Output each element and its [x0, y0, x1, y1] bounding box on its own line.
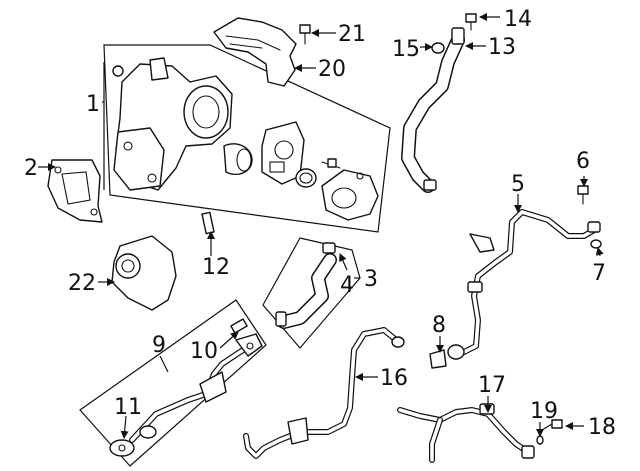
callout-10: 10 — [190, 339, 218, 364]
group-box-hose — [262, 237, 361, 349]
callout-5: 5 — [511, 172, 525, 197]
leader-lines — [38, 13, 604, 439]
callout-12: 12 — [202, 255, 230, 280]
callout-1: 1 — [86, 92, 100, 117]
callout-9: 9 — [152, 333, 166, 358]
washer-19 — [536, 435, 544, 445]
callout-3: 3 — [364, 267, 378, 292]
callout-19: 19 — [530, 399, 558, 424]
group-box-turbo — [103, 44, 391, 233]
callout-8: 8 — [432, 313, 446, 338]
callout-7: 7 — [592, 261, 606, 286]
callout-labels: 1 2 3 4 5 6 7 8 9 10 11 12 13 14 15 16 1… — [24, 7, 616, 440]
oil-feed-line — [429, 185, 602, 369]
callout-14: 14 — [504, 7, 532, 32]
oring-15 — [431, 42, 445, 54]
callout-22: 22 — [68, 271, 96, 296]
callout-20: 20 — [318, 57, 346, 82]
fitting-10 — [230, 318, 248, 334]
callout-6: 6 — [576, 149, 590, 174]
bolt-6 — [577, 185, 589, 195]
bolt-21 — [299, 24, 311, 45]
callout-21: 21 — [338, 22, 366, 47]
oil-return-pipe — [109, 318, 263, 457]
callout-16: 16 — [380, 366, 408, 391]
washer-7 — [590, 239, 602, 249]
gasket-2 — [47, 159, 103, 223]
callout-15: 15 — [392, 37, 420, 62]
coolant-hose-upper — [401, 13, 477, 193]
callout-17: 17 — [478, 373, 506, 398]
heat-shield-lower — [111, 235, 177, 311]
clamp-4 — [322, 242, 336, 254]
turbocharger-assembly — [112, 57, 379, 221]
pin-12 — [201, 211, 215, 235]
callout-11: 11 — [114, 395, 142, 420]
intake-hose — [275, 242, 337, 329]
coolant-pipe — [243, 327, 405, 459]
callout-2: 2 — [24, 156, 38, 181]
clip-8 — [429, 349, 447, 369]
bolt-14 — [465, 13, 477, 23]
callout-4: 4 — [340, 273, 354, 298]
callout-18: 18 — [588, 415, 616, 440]
callout-13: 13 — [488, 35, 516, 60]
